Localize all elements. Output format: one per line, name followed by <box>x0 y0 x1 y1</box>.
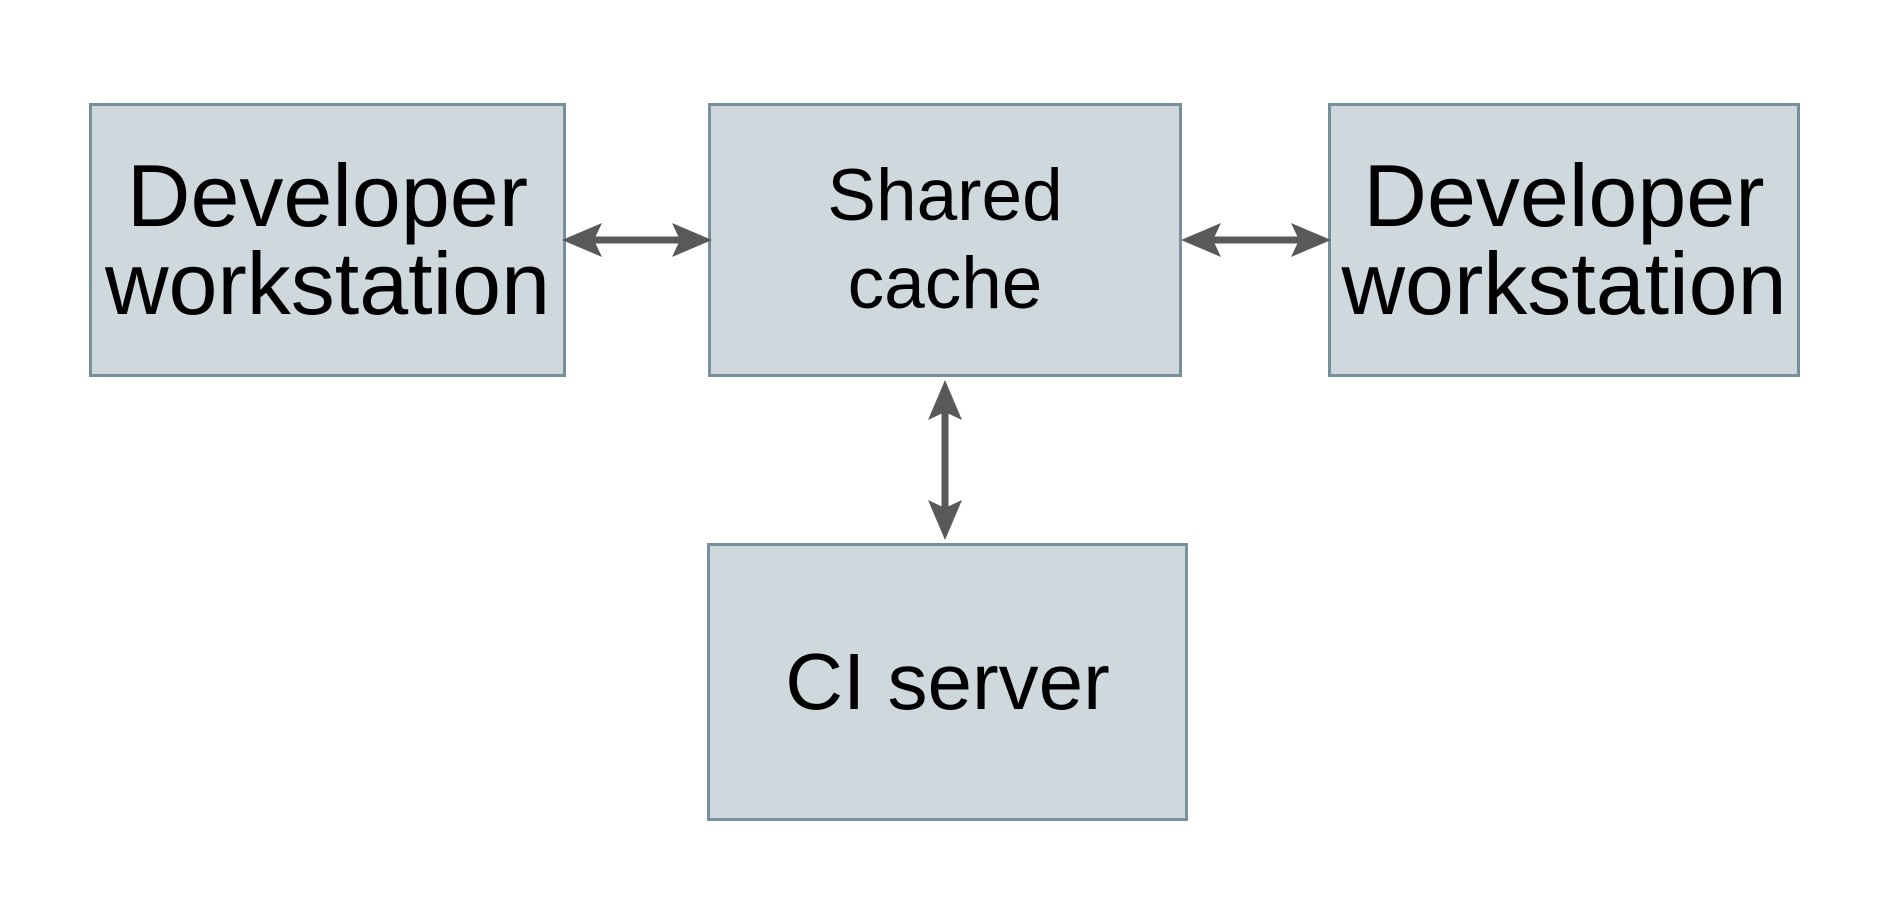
node-label-shared-cache: Shared cache <box>827 155 1063 324</box>
node-label-ci-server: CI server <box>785 637 1110 726</box>
node-developer-workstation-right: Developer workstation <box>1328 103 1800 377</box>
arrow-head-north <box>928 380 962 420</box>
node-ci-server: CI server <box>707 543 1188 821</box>
arrow-head-west <box>562 223 602 257</box>
arrow-head-east <box>672 223 712 257</box>
arrow-head-east <box>1291 223 1331 257</box>
node-shared-cache: Shared cache <box>708 103 1182 377</box>
node-label-developer-workstation-right: Developer workstation <box>1341 146 1787 333</box>
bidirectional-arrow-cache-devright <box>1181 223 1331 257</box>
node-developer-workstation-left: Developer workstation <box>89 103 566 377</box>
bidirectional-arrow-cache-ciserver <box>928 380 962 540</box>
node-label-developer-workstation-left: Developer workstation <box>104 146 551 333</box>
arrow-head-south <box>928 500 962 540</box>
bidirectional-arrow-devleft-cache <box>562 223 712 257</box>
arrow-head-west <box>1181 223 1221 257</box>
